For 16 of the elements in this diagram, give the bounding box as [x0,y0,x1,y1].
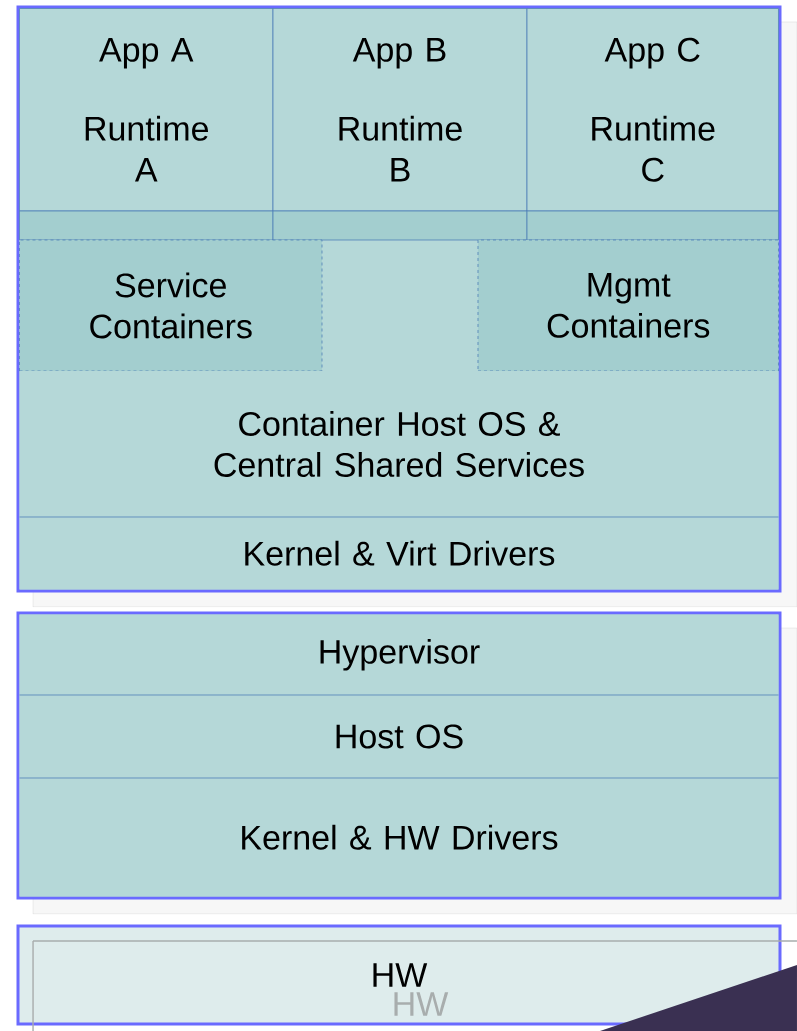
layer-box: Kernel & HW Drivers [19,778,779,897]
app-column: App C Runtime C [526,8,779,212]
shelf-cell [272,210,528,241]
shelf-cell [19,210,274,241]
shelf-cell [526,210,779,241]
node-label: Hypervisor [320,638,480,671]
node-label: Container Host OS & Central Shared Services [214,411,584,477]
app-column: App A Runtime A [19,8,274,212]
layer-box: Hypervisor [19,614,779,695]
layer-box: Kernel & Virt Drivers [19,517,779,590]
node-label: Kernel & Virt Drivers [245,540,555,566]
node-label: Kernel & HW Drivers [242,824,558,850]
layer-box: Host OS [19,695,779,778]
app-column: App B Runtime B [272,8,528,212]
ghost-label: HW [394,992,449,1016]
node-label: Host OS [336,724,463,749]
